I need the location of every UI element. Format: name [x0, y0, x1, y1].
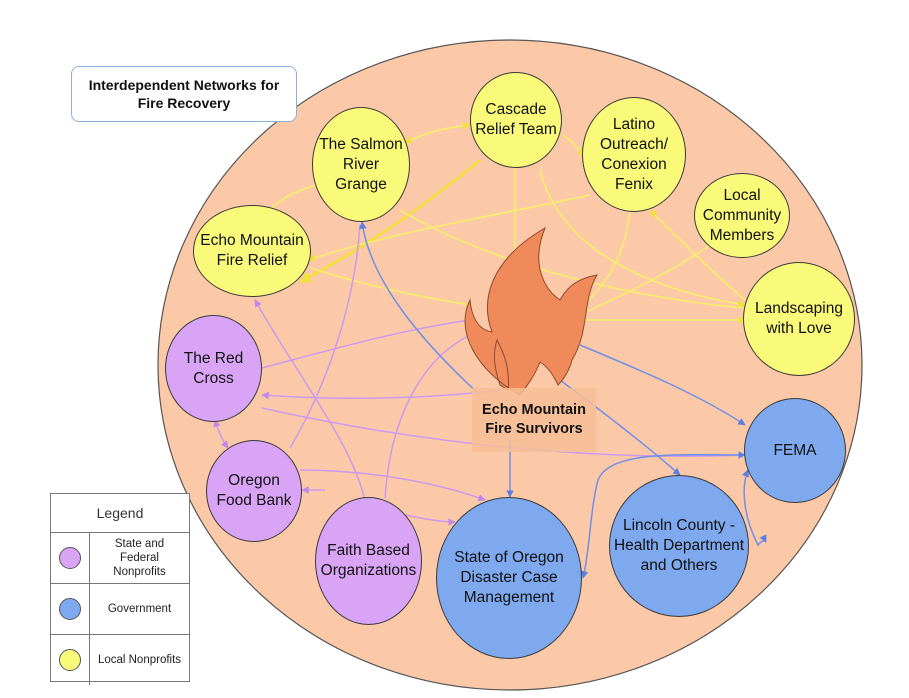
- center-survivors-label: Echo Mountain Fire Survivors: [472, 388, 596, 452]
- node-red-cross: The Red Cross: [165, 315, 262, 422]
- node-echo-mountain-fire-relief: Echo Mountain Fire Relief: [193, 205, 311, 297]
- edge-faith-echo: [254, 299, 366, 501]
- edge-foodbank-salmon: [289, 224, 361, 449]
- edge-survivors-fema: [579, 344, 746, 426]
- edge-cascade-salmon: [404, 121, 471, 144]
- edge-survivors-redcross: [261, 389, 501, 400]
- node-salmon-river-grange: The Salmon River Grange: [312, 107, 410, 222]
- node-faith-based-organizations: Faith Based Organizations: [315, 497, 422, 625]
- edge-landscaping-latino: [649, 209, 746, 301]
- legend-swatch-government: [59, 598, 81, 620]
- edge-survivors-salmon: [359, 221, 481, 396]
- legend-row-local: Local Nonprofits: [51, 635, 189, 685]
- legend-title: Legend: [51, 494, 189, 533]
- edge-echo-survivors: [309, 267, 471, 306]
- gov-edges: [359, 221, 767, 579]
- edge-fema-lincoln: [742, 469, 767, 547]
- node-landscaping-with-love: Landscaping with Love: [743, 262, 855, 376]
- node-cascade-relief-team: Cascade Relief Team: [470, 72, 562, 168]
- edge-salmon-landscaping: [399, 209, 746, 309]
- legend-row-government: Government: [51, 584, 189, 635]
- legend-label-state: State and Federal Nonprofits: [113, 538, 166, 578]
- edge-faith-state: [404, 514, 456, 526]
- edge-latino-echo: [307, 194, 591, 262]
- diagram-title: Interdependent Networks for Fire Recover…: [71, 66, 297, 122]
- edge-foodbank-state: [299, 469, 486, 502]
- node-lincoln-county-health: Lincoln County - Health Department and O…: [609, 475, 749, 617]
- node-latino-outreach: Latino Outreach/ Conexion Fenix: [582, 97, 686, 212]
- flame-icon: [464, 226, 598, 396]
- node-local-community-members: Local Community Members: [694, 173, 790, 258]
- node-state-of-oregon-case-management: State of Oregon Disaster Case Management: [436, 497, 582, 659]
- legend-swatch-local: [59, 649, 81, 671]
- state-edges: [213, 224, 746, 526]
- legend: Legend State and Federal Nonprofits Gove…: [50, 493, 190, 685]
- legend-row-state: State and Federal Nonprofits: [51, 533, 189, 584]
- edge-cascade-echo: [298, 159, 481, 284]
- legend-swatch-state: [59, 547, 81, 569]
- edge-redcross-survivors: [261, 319, 471, 369]
- edge-faith-survivors: [384, 334, 471, 499]
- legend-label-government: Government: [107, 603, 172, 615]
- edge-fema-state: [580, 451, 746, 579]
- legend-label-local: Local Nonprofits: [97, 654, 182, 666]
- local-edges: [271, 121, 746, 324]
- node-fema: FEMA: [744, 398, 846, 503]
- edge-cascade-landscaping: [539, 169, 746, 308]
- node-oregon-food-bank: Oregon Food Bank: [206, 440, 302, 542]
- edge-redcross-foodbank: [213, 419, 229, 449]
